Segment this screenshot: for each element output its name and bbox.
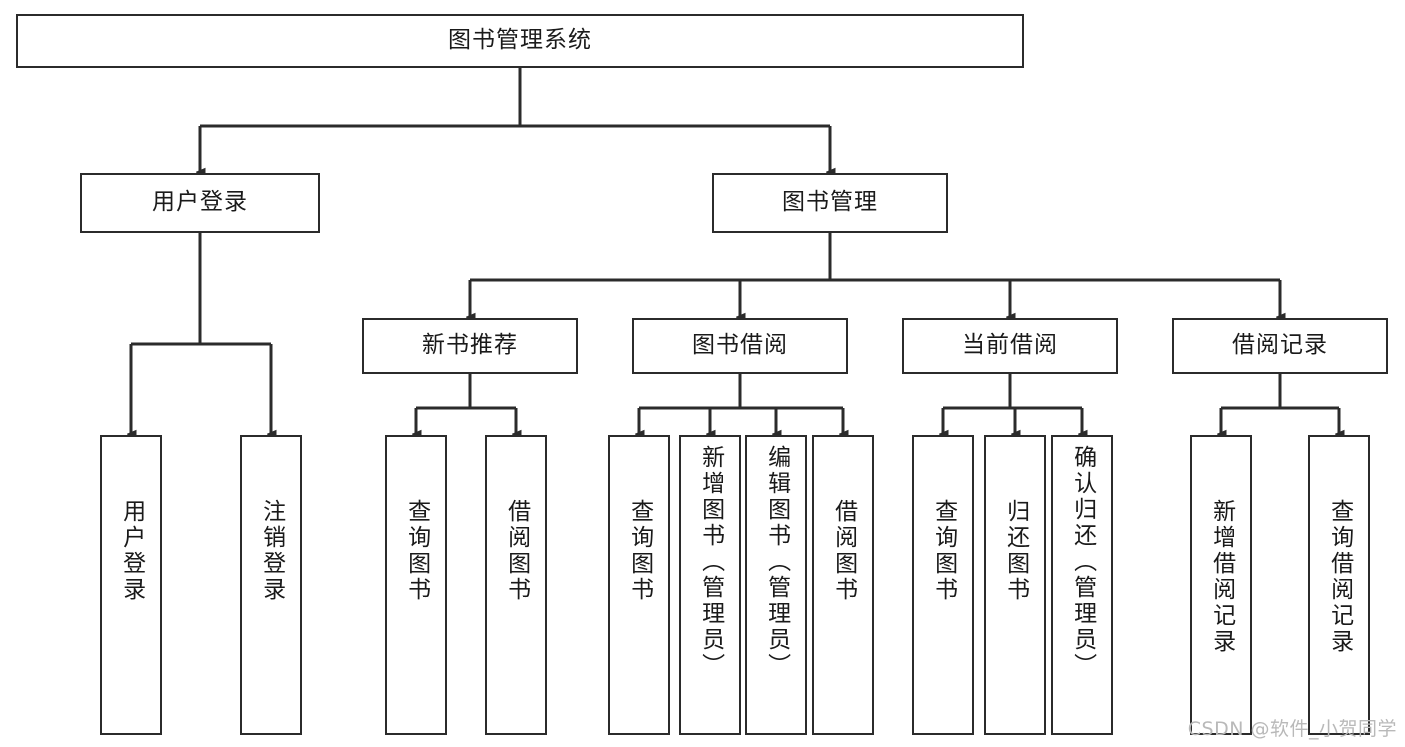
- node-label: 新增借阅记录: [1208, 499, 1235, 655]
- node-l-cb-confirm[interactable]: 确认归还（管理员）: [1051, 435, 1113, 735]
- node-l-bw-borrow[interactable]: 借阅图书: [812, 435, 874, 735]
- node-label: 用户登录: [152, 189, 248, 216]
- node-bookmgmt[interactable]: 图书管理: [712, 173, 948, 233]
- node-label: 查询借阅记录: [1326, 499, 1353, 655]
- node-l-bw-edit[interactable]: 编辑图书（管理员）: [745, 435, 807, 735]
- node-l-cb-return[interactable]: 归还图书: [984, 435, 1046, 735]
- node-label: 编辑图书（管理员）: [763, 445, 790, 679]
- node-label: 图书借阅: [692, 332, 788, 359]
- node-label: 新增图书（管理员）: [697, 445, 724, 679]
- node-borrow[interactable]: 图书借阅: [632, 318, 848, 374]
- node-label: 查询图书: [930, 499, 957, 603]
- node-label: 图书管理系统: [448, 27, 592, 54]
- node-login[interactable]: 用户登录: [80, 173, 320, 233]
- node-l-login[interactable]: 用户登录: [100, 435, 162, 735]
- node-l-cb-query[interactable]: 查询图书: [912, 435, 974, 735]
- node-l-bw-query[interactable]: 查询图书: [608, 435, 670, 735]
- node-label: 借阅图书: [830, 499, 857, 603]
- node-label: 查询图书: [403, 499, 430, 603]
- node-newbook[interactable]: 新书推荐: [362, 318, 578, 374]
- node-l-rc-query[interactable]: 查询借阅记录: [1308, 435, 1370, 735]
- node-label: 查询图书: [626, 499, 653, 603]
- node-l-bw-add[interactable]: 新增图书（管理员）: [679, 435, 741, 735]
- node-l-nb-query[interactable]: 查询图书: [385, 435, 447, 735]
- node-current[interactable]: 当前借阅: [902, 318, 1118, 374]
- node-label: 新书推荐: [422, 332, 518, 359]
- node-label: 确认归还（管理员）: [1069, 445, 1096, 679]
- node-root[interactable]: 图书管理系统: [16, 14, 1024, 68]
- node-l-logout[interactable]: 注销登录: [240, 435, 302, 735]
- node-label: 图书管理: [782, 189, 878, 216]
- watermark: CSDN @软件_小贺同学: [1187, 718, 1397, 740]
- node-label: 当前借阅: [962, 332, 1058, 359]
- node-l-rc-add[interactable]: 新增借阅记录: [1190, 435, 1252, 735]
- node-label: 借阅图书: [503, 499, 530, 603]
- node-l-nb-borrow[interactable]: 借阅图书: [485, 435, 547, 735]
- node-label: 注销登录: [258, 499, 285, 603]
- node-records[interactable]: 借阅记录: [1172, 318, 1388, 374]
- node-label: 归还图书: [1002, 499, 1029, 603]
- node-label: 用户登录: [118, 499, 145, 603]
- node-label: 借阅记录: [1232, 332, 1328, 359]
